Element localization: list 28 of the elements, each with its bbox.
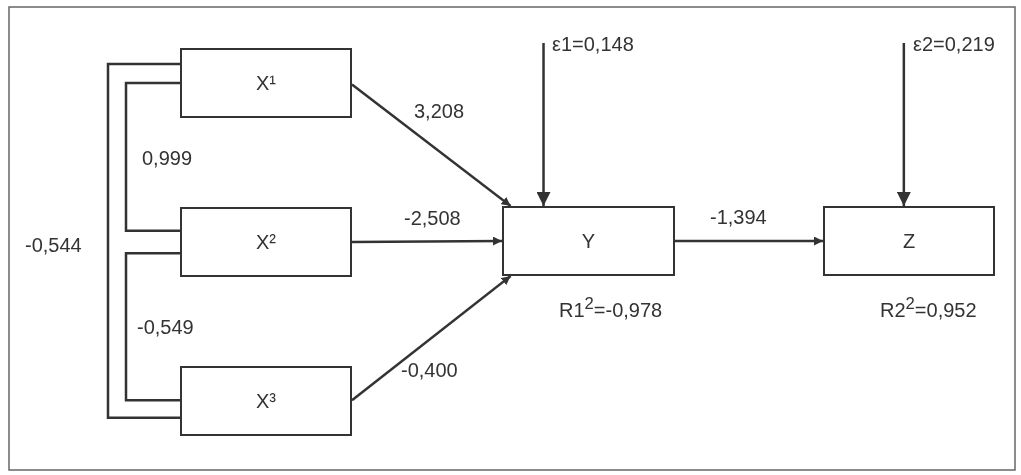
path-arrow: [352, 236, 502, 246]
coefficient-label: -0,549: [137, 316, 194, 338]
coefficient-label: -0,400: [401, 359, 458, 381]
correlation-line: [106, 62, 180, 420]
path-arrow: [351, 275, 512, 402]
variable-name: Z: [902, 229, 916, 253]
r-squared-label: R2$^{2}$=0,952: [880, 294, 977, 322]
coefficient-label: -0,544: [25, 234, 82, 256]
coefficient-label: -2,508: [404, 207, 461, 229]
variable-box: [180, 366, 352, 436]
variable-name: Y: [581, 229, 596, 253]
correlation-line: [124, 251, 180, 402]
variable-name: X³: [256, 389, 276, 413]
variable-box: [180, 48, 352, 118]
coefficient-label: -1,394: [710, 206, 767, 228]
path-arrow: [896, 43, 911, 206]
coefficient-label: 3,208: [414, 100, 465, 122]
error-term-label: ε1=0,148: [552, 33, 634, 55]
path-arrow: [536, 43, 551, 206]
variable-name: X²: [256, 230, 276, 254]
path-arrow: [351, 83, 512, 207]
correlation-line: [124, 81, 180, 233]
error-term-label: ε2=0,219: [913, 33, 995, 55]
coefficient-label: 0,999: [142, 147, 193, 169]
variable-name: X¹: [256, 71, 276, 95]
variable-box: [180, 207, 352, 277]
r-squared-label: R1$^{2}$=-0,978: [559, 294, 663, 322]
path-arrow: [675, 236, 823, 246]
